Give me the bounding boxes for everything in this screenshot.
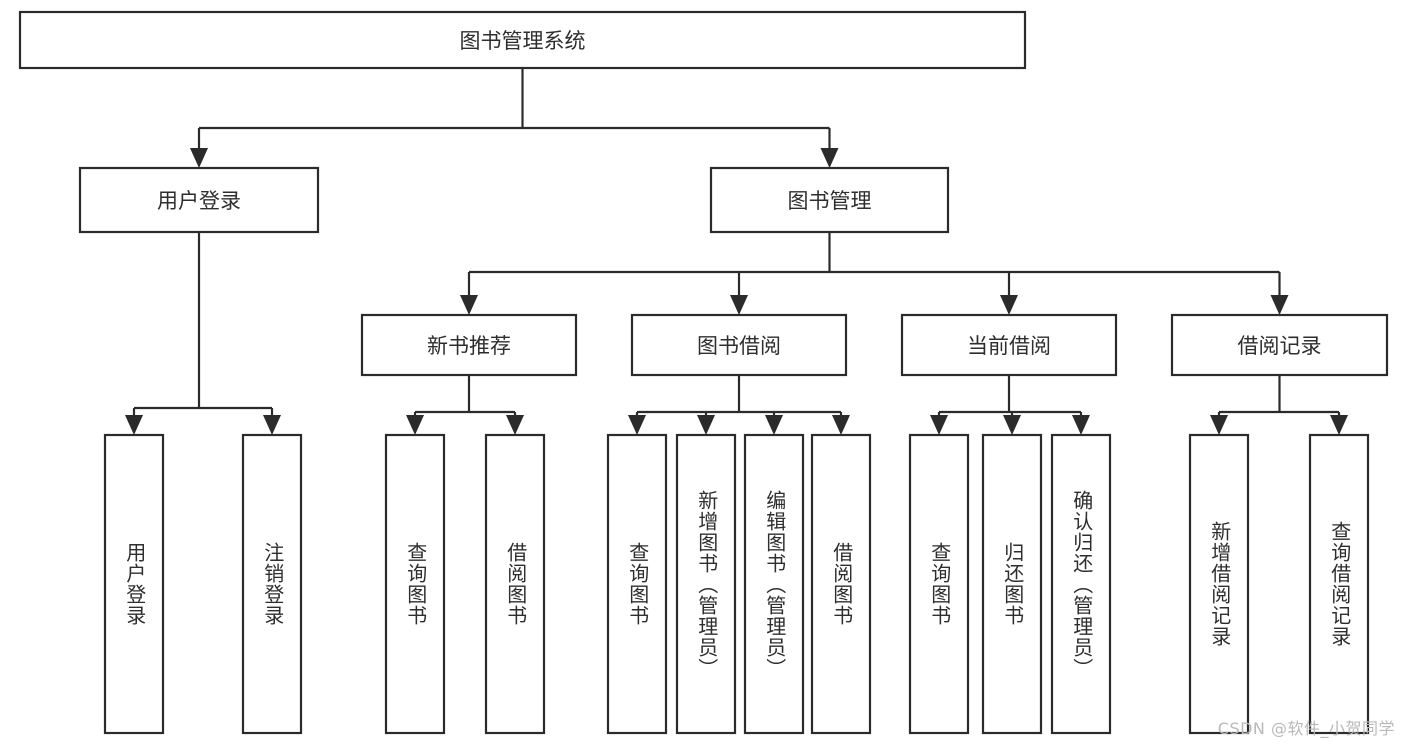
node-box-leaf-query-book-3[interactable] <box>908 433 970 735</box>
arrow-head-icon <box>1072 415 1090 435</box>
node-box-leaf-edit-book[interactable] <box>743 433 805 735</box>
arrow-head-icon <box>125 415 143 435</box>
node-label-user-login: 用户登录 <box>157 189 241 213</box>
node-label-root: 图书管理系统 <box>460 29 586 53</box>
node-box-leaf-borrow-book-1[interactable] <box>484 433 546 735</box>
node-label-book-manage: 图书管理 <box>788 189 872 213</box>
node-box-user-login[interactable] <box>78 166 320 234</box>
arrow-head-icon <box>628 415 646 435</box>
arrow-head-icon <box>406 415 424 435</box>
arrow-head-icon <box>1270 295 1289 315</box>
arrow-head-icon <box>765 415 783 435</box>
node-label-current-borrow: 当前借阅 <box>967 334 1051 358</box>
arrow-head-icon <box>460 295 478 315</box>
node-box-book-manage[interactable] <box>709 166 950 234</box>
arrow-head-icon <box>730 295 748 315</box>
node-box-leaf-user-logout[interactable] <box>241 433 303 735</box>
node-box-leaf-query-book-1[interactable] <box>384 433 446 735</box>
node-box-layer <box>18 10 1389 735</box>
arrow-head-icon <box>190 148 208 168</box>
arrow-head-icon <box>820 148 839 168</box>
arrow-head-icon <box>1330 415 1348 435</box>
node-box-leaf-add-book[interactable] <box>675 433 737 735</box>
node-box-leaf-query-book-2[interactable] <box>606 433 668 735</box>
connector-layer <box>125 68 1348 435</box>
node-label-new-book-rec: 新书推荐 <box>427 334 511 358</box>
node-box-book-borrow[interactable] <box>630 313 848 377</box>
node-box-root[interactable] <box>18 10 1027 70</box>
node-box-borrow-record[interactable] <box>1170 313 1389 377</box>
node-box-leaf-user-login[interactable] <box>103 433 165 735</box>
node-box-new-book-rec[interactable] <box>360 313 578 377</box>
node-box-leaf-query-record[interactable] <box>1308 433 1370 735</box>
node-box-leaf-add-record[interactable] <box>1188 433 1250 735</box>
arrow-head-icon <box>1003 415 1021 435</box>
node-box-leaf-confirm-return[interactable] <box>1050 433 1112 735</box>
arrow-head-icon <box>832 415 850 435</box>
arrow-head-icon <box>1210 415 1228 435</box>
arrow-head-icon <box>930 415 948 435</box>
node-box-current-borrow[interactable] <box>900 313 1118 377</box>
arrow-head-icon <box>506 415 524 435</box>
arrow-head-icon <box>263 415 281 435</box>
arrow-head-icon <box>697 415 715 435</box>
node-box-leaf-return-book[interactable] <box>981 433 1043 735</box>
node-label-book-borrow: 图书借阅 <box>697 334 781 358</box>
node-label-borrow-record: 借阅记录 <box>1238 334 1322 358</box>
csdn-watermark: CSDN @软件_小贺同学 <box>1217 719 1395 738</box>
arrow-head-icon <box>1000 295 1018 315</box>
node-box-leaf-borrow-book-2[interactable] <box>810 433 872 735</box>
